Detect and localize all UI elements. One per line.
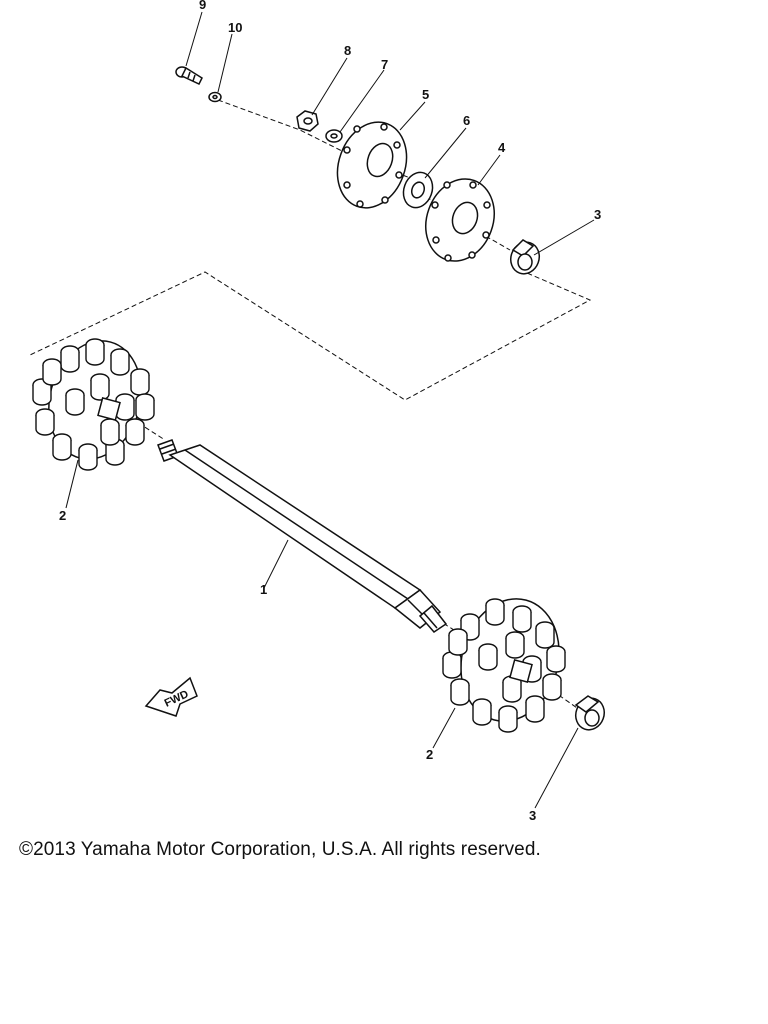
copyright-notice: ©2013 Yamaha Motor Corporation, U.S.A. A… [19,839,541,860]
callout-8: 8 [344,43,351,58]
fwd-arrow-icon: FWD [144,676,198,717]
drive-shaft-part [157,439,448,633]
callout-9: 9 [199,0,206,12]
lock-washer-part [325,129,343,143]
bearing-plate-part [425,178,495,262]
clamp-lower-part [574,695,605,731]
bolt-part [175,66,203,85]
bearing-housing-part [336,121,408,209]
callout-2-right: 2 [426,747,433,762]
callout-4: 4 [498,140,506,155]
bearing-part [402,171,434,209]
washer-part [208,91,222,103]
sprocket-left-part [32,338,155,471]
callout-6: 6 [463,113,470,128]
callout-10: 10 [228,20,242,35]
callout-3-upper: 3 [594,207,601,222]
nut-part [296,110,319,132]
callout-5: 5 [422,87,429,102]
exploded-parts-diagram: FWD 9 10 8 7 5 6 4 3 2 1 2 3 [29,0,605,823]
callout-labels: 9 10 8 7 5 6 4 3 2 1 2 3 [59,0,601,823]
sprocket-right-part [442,598,566,733]
callout-7: 7 [381,57,388,72]
callout-2-left: 2 [59,508,66,523]
clamp-upper-part [510,239,540,275]
callout-3-lower: 3 [529,808,536,823]
leader-lines [65,11,595,809]
callout-1: 1 [260,582,267,597]
